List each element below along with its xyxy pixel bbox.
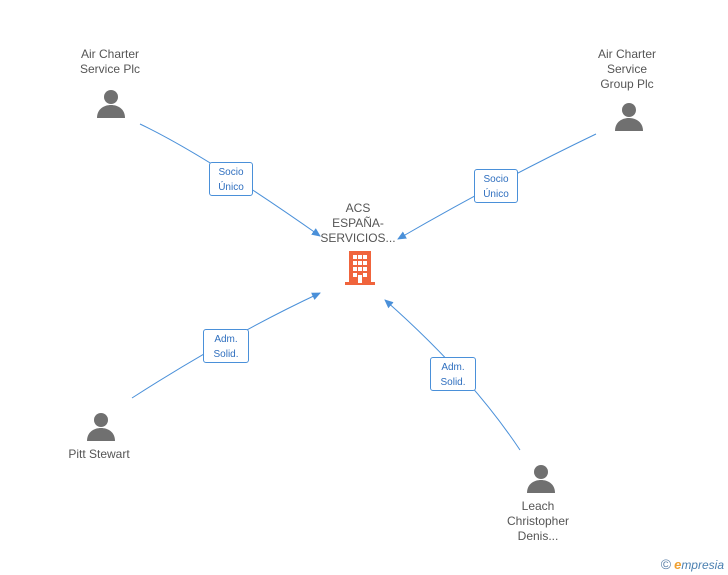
top-left-person-line-2: Service Plc	[79, 62, 141, 76]
building-icon[interactable]	[344, 251, 376, 285]
edge-label-top-left-line-1: Socio	[218, 167, 244, 178]
edge-label-bottom-left[interactable]: Adm. Solid.	[203, 329, 249, 363]
edge-label-bottom-right[interactable]: Adm. Solid.	[430, 357, 476, 391]
center-company-line-3: SERVICIOS...	[320, 231, 396, 245]
top-left-person-line-1: Air Charter	[80, 47, 139, 61]
top-right-person-line-3: Group Plc	[600, 77, 654, 91]
top-right-person-line-2: Service	[606, 62, 647, 76]
edge-label-bottom-left-line-1: Adm.	[214, 334, 238, 345]
brand-logo-text: mpresia	[681, 557, 724, 572]
bottom-right-person-label[interactable]: Leach Christopher Denis...	[488, 499, 588, 544]
top-right-person-label[interactable]: Air Charter Service Group Plc	[577, 47, 677, 92]
top-right-person-line-1: Air Charter	[597, 47, 656, 61]
bottom-left-person-label[interactable]: Pitt Stewart	[49, 447, 149, 462]
bottom-left-person-line-1: Pitt Stewart	[68, 447, 130, 461]
person-icon[interactable]	[614, 101, 644, 131]
brand-logo-e: e	[674, 556, 682, 572]
center-company-line-1: ACS	[345, 201, 371, 215]
person-icon[interactable]	[86, 411, 116, 441]
bottom-right-person-line-3: Denis...	[517, 529, 559, 543]
edge-label-top-right[interactable]: Socio Único	[474, 169, 518, 203]
edge-label-bottom-left-line-2: Solid.	[213, 349, 239, 360]
edge-label-top-right-line-1: Socio	[483, 174, 509, 185]
center-company-label[interactable]: ACS ESPAÑA- SERVICIOS...	[306, 201, 410, 246]
edge-label-bottom-right-line-2: Solid.	[440, 377, 466, 388]
bottom-right-person-line-2: Christopher	[506, 514, 570, 528]
bottom-right-person-line-1: Leach	[521, 499, 555, 513]
copyright-icon: ©	[660, 556, 672, 572]
edge-label-top-left[interactable]: Socio Único	[209, 162, 253, 196]
person-icon[interactable]	[96, 88, 126, 118]
edge-label-bottom-right-line-1: Adm.	[441, 362, 465, 373]
brand-logo: empresia	[674, 557, 724, 572]
empresia-watermark[interactable]: © empresia	[661, 556, 724, 572]
center-company-line-2: ESPAÑA-	[332, 216, 384, 230]
top-left-person-label[interactable]: Air Charter Service Plc	[60, 47, 160, 77]
edge-label-top-left-line-2: Único	[218, 182, 244, 193]
edge-label-top-right-line-2: Único	[483, 189, 509, 200]
person-icon[interactable]	[526, 463, 556, 493]
